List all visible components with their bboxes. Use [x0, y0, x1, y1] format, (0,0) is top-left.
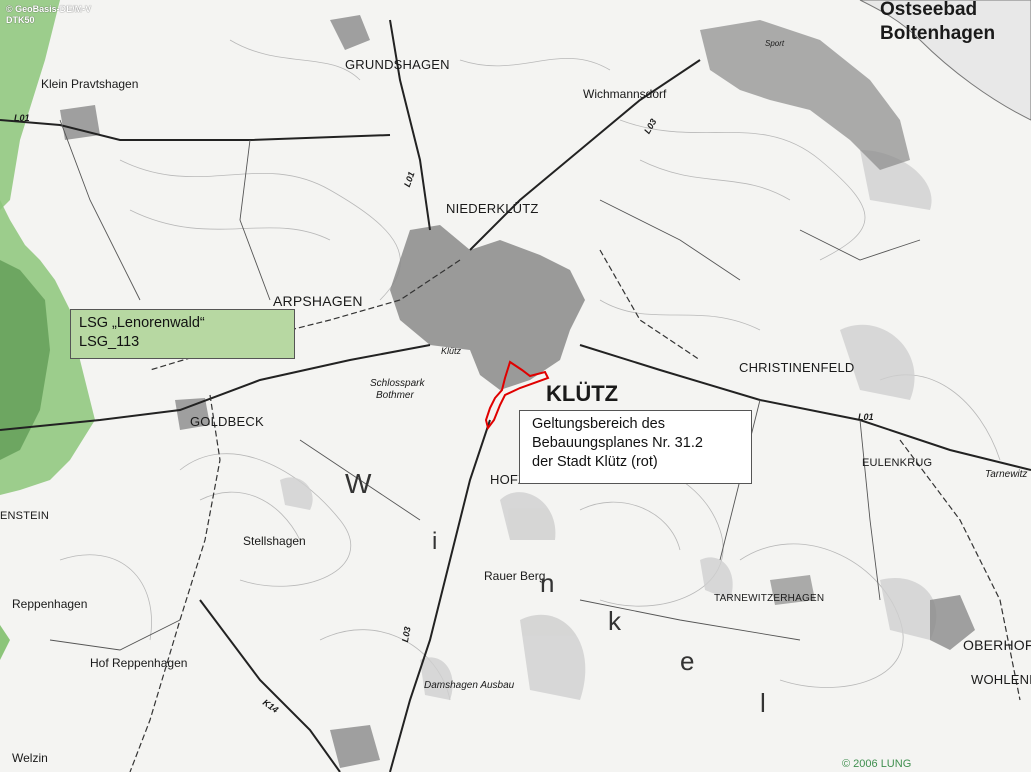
place-klutz-small: Klütz	[441, 346, 462, 356]
copyright-label: © 2006 LUNG	[842, 758, 912, 770]
lsg-callout-line-1: LSG „Lenorenwald“	[79, 315, 205, 331]
source-line-1: © GeoBasis-DE/M-V	[6, 4, 92, 14]
plan-boundary	[484, 360, 550, 431]
place-wichmannsdorf: Wichmannsdorf	[583, 87, 667, 101]
forest-top-left	[0, 0, 60, 210]
road-west	[0, 344, 431, 431]
place-hofz: HOFZ	[490, 472, 527, 487]
place-niederklutz: NIEDERKLÜTZ	[446, 201, 539, 216]
geltungsbereich-line-3: der Stadt Klütz (rot)	[532, 454, 658, 470]
place-christinenfeld: CHRISTINENFELD	[739, 360, 855, 375]
road-l01-north	[389, 19, 431, 231]
place-oberhof: OBERHOF	[963, 637, 1031, 653]
place-boltenhagen: Boltenhagen	[880, 23, 996, 44]
road-l01-west	[0, 119, 391, 141]
place-goldbeck: GOLDBECK	[190, 414, 264, 429]
place-bothmer: Bothmer	[376, 390, 414, 401]
road-l03-north	[469, 59, 701, 251]
lsg-callout: LSG „Lenorenwald“ LSG_113	[70, 309, 295, 359]
road-l01-east	[579, 344, 1031, 471]
place-eulenkrug: EULENKRUG	[862, 457, 933, 469]
place-arpshagen: ARPSHAGEN	[273, 293, 363, 309]
minor-paths	[49, 119, 921, 651]
source-line-2: DTK50	[6, 15, 35, 25]
settlement-klutz	[390, 225, 585, 390]
place-klein-pravtshagen: Klein Pravtshagen	[41, 77, 139, 91]
terrain-letter-w: W	[345, 468, 372, 499]
settlements	[60, 15, 975, 768]
forest-bottom-left	[0, 625, 10, 660]
road-label-l01-west: L01	[14, 113, 30, 123]
place-grundshagen: GRUNDSHAGEN	[345, 57, 450, 72]
settlement-goldbeck	[175, 398, 210, 430]
place-sport: Sport	[765, 39, 785, 48]
place-enstein: ENSTEIN	[0, 510, 50, 522]
place-reppenhagen: Reppenhagen	[12, 597, 88, 611]
place-schlosspark: Schlosspark	[370, 378, 425, 389]
settlement-oberhof	[930, 595, 975, 650]
geltungsbereich-line-1: Geltungsbereich des	[532, 416, 665, 432]
geltungsbereich-callout: Geltungsbereich des Bebauungsplanes Nr. …	[519, 410, 752, 484]
terrain-letter-n: n	[540, 568, 555, 598]
lsg-callout-line-2: LSG_113	[79, 334, 140, 350]
settlement-pravtshagen	[60, 105, 100, 140]
terrain-letter-i: i	[432, 528, 438, 555]
place-tarnewitzerhagen: TARNEWITZERHAGEN	[714, 593, 825, 604]
place-rauer-berg: Rauer Berg	[484, 569, 546, 583]
place-ostseebad: Ostseebad	[880, 0, 978, 20]
place-damshagen-ausbau: Damshagen Ausbau	[424, 680, 515, 691]
road-label-l01-east: L01	[858, 412, 874, 422]
roads	[0, 19, 1031, 772]
terrain-letter-k: k	[608, 606, 621, 636]
lowland-shading	[280, 150, 937, 700]
road-k14	[199, 599, 341, 772]
place-stellshagen: Stellshagen	[243, 534, 306, 548]
place-hof-reppenhagen: Hof Reppenhagen	[90, 656, 188, 670]
place-wohlenberg: WOHLENB	[971, 672, 1031, 687]
forest-west-dark	[0, 260, 50, 460]
settlement-grundshagen	[330, 15, 370, 50]
settlement-welzin	[330, 725, 380, 768]
terrain-letter-e: e	[680, 646, 695, 676]
place-welzin: Welzin	[12, 751, 48, 765]
place-klutz: KLÜTZ	[546, 381, 619, 406]
road-l03-south	[389, 419, 491, 772]
settlement-tarnewitzerhagen	[770, 575, 815, 605]
geltungsbereich-line-2: Bebauungsplanes Nr. 31.2	[532, 435, 703, 451]
sea-area	[859, 0, 1031, 121]
place-tarnewitz: Tarnewitz	[985, 469, 1028, 480]
settlement-boltenhagen	[700, 20, 910, 170]
terrain-letter-l: l	[760, 688, 766, 718]
map-source-label: © GeoBasis-DE/M-V DTK50	[6, 4, 91, 26]
